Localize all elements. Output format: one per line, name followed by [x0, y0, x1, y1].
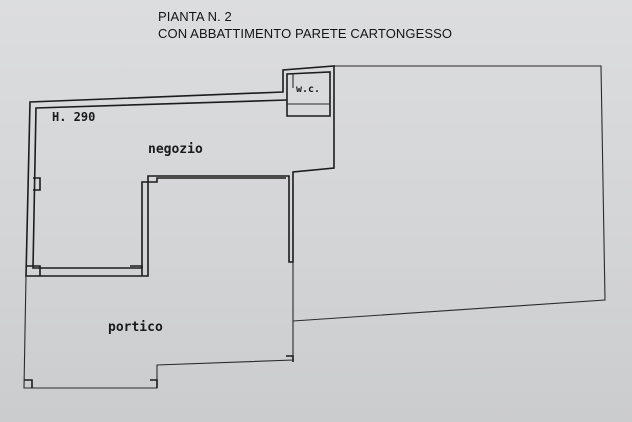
wall-jamb-lower: [26, 265, 41, 276]
wc-partition: [287, 74, 330, 105]
wc-label: w.c.: [296, 84, 321, 95]
portico-outline: [23, 262, 294, 389]
plan-title-line-2: CON ABBATTIMENTO PARETE CARTONGESSO: [158, 26, 453, 41]
wall-jamb-left: [33, 177, 41, 191]
plan-title: PIANTA N. 2 CON ABBATTIMENTO PARETE CART…: [158, 8, 452, 42]
wc-room-outline: [286, 71, 331, 117]
ceiling-height-label: H. 290: [52, 110, 96, 124]
portico-pillar-left: [24, 379, 33, 388]
negozio-wall-inner: [32, 99, 288, 269]
wall-jamb-middle: [130, 265, 143, 276]
plan-title-line-1: PIANTA N. 2: [158, 9, 232, 24]
portico-pillar-right: [150, 379, 158, 388]
outer-area-outline: [292, 65, 606, 322]
portico-pillar-corner: [286, 355, 294, 362]
portico-label: portico: [108, 320, 163, 335]
negozio-label: negozio: [148, 142, 203, 157]
